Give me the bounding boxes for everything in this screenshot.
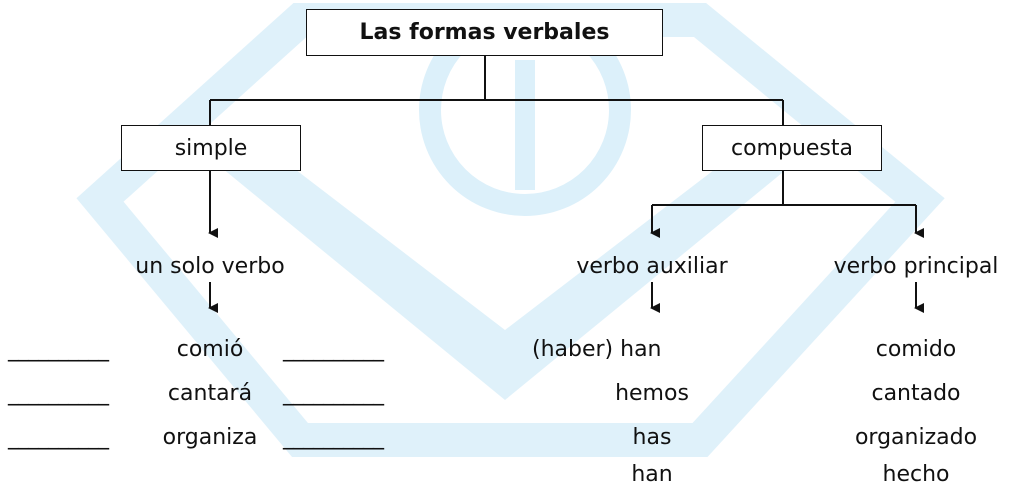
blank-line-left-3: __________: [8, 425, 109, 450]
un-solo-verbo-label: un solo verbo: [135, 254, 285, 279]
compuesta-label: compuesta: [731, 135, 853, 161]
watermark-bar: [515, 60, 535, 190]
simple-box: simple: [121, 125, 301, 171]
blank-line-right-3: __________: [283, 425, 384, 450]
simple-label: simple: [174, 135, 248, 161]
watermark-octagon: [76, 3, 945, 457]
auxiliar-example-1: (haber) han: [532, 337, 662, 362]
principal-example-3: organizado: [854, 425, 978, 450]
diagram-title: Las formas verbales: [359, 20, 610, 45]
simple-example-1: comió: [176, 337, 244, 362]
simple-example-3: organiza: [162, 425, 258, 450]
principal-example-2: cantado: [871, 381, 961, 406]
compuesta-box: compuesta: [702, 125, 882, 171]
auxiliar-example-3: has: [632, 425, 672, 450]
blank-line-left-1: __________: [8, 337, 109, 362]
verbo-principal-label: verbo principal: [833, 254, 999, 279]
blank-line-left-2: __________: [8, 381, 109, 406]
verbo-auxiliar-label: verbo auxiliar: [576, 254, 728, 279]
simple-example-2: cantará: [167, 381, 253, 406]
principal-example-4: hecho: [882, 462, 950, 487]
principal-example-1: comido: [875, 337, 957, 362]
blank-line-right-1: __________: [283, 337, 384, 362]
blank-line-right-2: __________: [283, 381, 384, 406]
auxiliar-example-2: hemos: [615, 381, 689, 406]
watermark-v-shape: [200, 150, 810, 400]
auxiliar-example-4: han: [631, 462, 673, 487]
title-box: Las formas verbales: [306, 9, 663, 56]
